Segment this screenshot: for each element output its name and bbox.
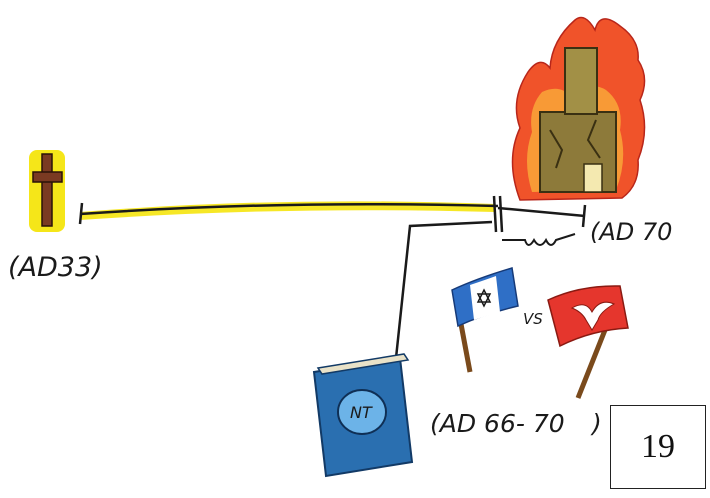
war-squiggle [502,234,575,245]
israel-flag-icon [452,268,518,372]
cross-icon [29,150,65,232]
war-years-label: (AD 66- 70 [430,409,565,438]
burning-temple-icon [513,18,645,200]
page-number: 19 [610,405,706,489]
roman-eagle-flag-icon [548,286,628,398]
book-label: NT [350,403,373,422]
versus-label: VS [523,310,543,328]
end-tick [583,205,585,227]
branch-tick [494,196,502,232]
war-years-close: ) [590,409,602,438]
end-year-label: (AD 70 [590,218,672,246]
start-year-label: (AD33) [8,252,103,283]
start-tick [80,203,82,224]
timeline-line-end [498,208,585,216]
